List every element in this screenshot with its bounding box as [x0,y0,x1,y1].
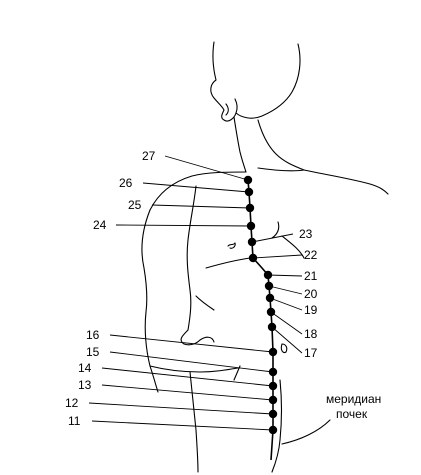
leader-line-21 [267,274,303,277]
head-outline [210,41,238,122]
acupoint-15 [268,367,278,377]
point-label-21: 21 [304,269,318,283]
meridian-caption-line1: меридиан [326,392,381,406]
leader-line-24 [115,224,252,227]
leader-line-12 [88,402,274,415]
torso-lower-right [271,379,283,473]
left-arm-outer [141,209,159,393]
acupoint-27 [243,175,253,185]
acupoint-11 [268,425,278,435]
acupoint-24 [246,221,256,231]
acupoint-13 [268,395,278,405]
ear-outline [225,103,229,116]
leader-line-22 [252,254,303,259]
point-label-22: 22 [304,248,318,262]
neck-left [233,116,247,173]
pectoral-fold [195,295,215,311]
point-labels: 27 26 25 24 23 22 21 20 19 18 17 16 15 14 13 12 11 [65,149,318,428]
abdomen-line [149,365,239,373]
leader-line-14 [101,367,274,387]
acupoint-12 [268,409,278,419]
acupoint-21 [263,270,273,280]
neck-right [257,119,305,171]
point-label-17: 17 [304,346,318,360]
point-label-15: 15 [86,345,100,359]
leader-line-15 [109,351,274,373]
acupoint-23 [247,237,257,247]
acupoint-17 [267,322,277,332]
torso-side-line [189,371,199,473]
point-label-12: 12 [65,396,79,410]
point-label-26: 26 [119,176,133,190]
point-label-25: 25 [128,198,142,212]
leader-line-11 [91,420,274,431]
body-outline [141,41,389,473]
chest-line [205,257,251,269]
point-label-24: 24 [93,218,107,232]
leader-line-23 [251,233,294,243]
leader-line-25 [151,204,251,209]
acupoint-26 [244,187,254,197]
torso-right [281,235,305,259]
leader-lines [88,155,303,431]
leader-line-13 [101,384,274,401]
leader-line-17 [271,326,303,354]
point-label-14: 14 [78,361,92,375]
point-label-20: 20 [304,287,318,301]
acupoint-19 [265,293,275,303]
point-label-16: 16 [86,328,100,342]
leader-line-27 [164,155,249,181]
acupoint-18 [266,307,276,317]
point-label-23: 23 [299,227,313,241]
acupoints [243,175,278,435]
leader-line-26 [142,182,250,193]
navel-mark [280,343,288,354]
left-shoulder [149,171,247,211]
point-label-11: 11 [68,414,81,428]
acupoint-20 [264,281,274,291]
right-shoulder [303,169,389,195]
acupoint-22 [248,253,258,263]
leader-line-16 [109,334,274,353]
acupoint-14 [268,381,278,391]
clavicle-hook [271,221,280,239]
point-label-19: 19 [304,303,318,317]
nipple-mark [227,242,236,249]
point-label-13: 13 [78,378,92,392]
clavicle-line [257,167,305,172]
left-arm-inner [186,185,197,331]
acupoint-25 [245,203,255,213]
leader-line-18 [270,311,303,335]
acupoint-16 [268,347,278,357]
point-label-18: 18 [304,327,318,341]
leader-line-20 [268,285,303,295]
leader-line-19 [269,297,303,311]
torso-left [180,329,215,346]
meridian-caption-line2: почек [336,407,368,421]
face-outline [235,43,301,119]
caption-pointer [281,419,331,445]
point-label-27: 27 [142,149,156,163]
abdomen-mark [233,365,241,381]
